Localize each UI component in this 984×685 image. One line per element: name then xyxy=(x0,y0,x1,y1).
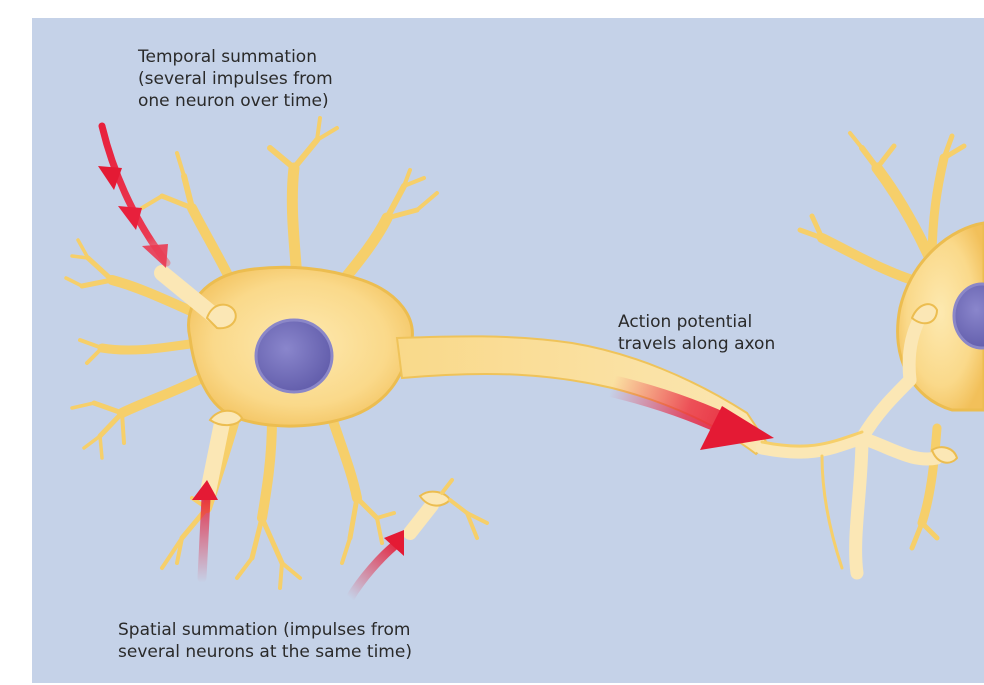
temporal-impulse-arrows xyxy=(98,122,171,268)
spatial-impulse-arrows xyxy=(192,480,404,603)
spatial-arrowhead-1 xyxy=(192,480,218,500)
right-neuron xyxy=(755,131,984,580)
terminal-branches xyxy=(440,478,489,540)
action-potential-arrow xyxy=(609,375,774,450)
presynaptic-terminals xyxy=(154,265,439,540)
temporal-arrowhead-2 xyxy=(118,206,142,230)
spatial-arrowhead-2 xyxy=(384,530,404,556)
neuron-illustration xyxy=(64,116,984,603)
action-potential-arrowhead xyxy=(700,406,774,450)
right-neuron-soma xyxy=(896,221,984,412)
terminal-knobs xyxy=(205,303,452,507)
spatial-summation-label: Spatial summation (impulses from several… xyxy=(118,620,412,662)
left-neuron-nucleus xyxy=(254,318,334,394)
right-neuron-nucleus xyxy=(952,282,984,350)
temporal-arrowhead-1 xyxy=(98,166,122,190)
temporal-arrowhead-3 xyxy=(142,244,168,268)
action-potential-label: Action potential travels along axon xyxy=(618,312,776,354)
summation-diagram: Temporal summation (several impulses fro… xyxy=(32,18,984,683)
temporal-summation-label: Temporal summation (several impulses fro… xyxy=(138,47,333,111)
